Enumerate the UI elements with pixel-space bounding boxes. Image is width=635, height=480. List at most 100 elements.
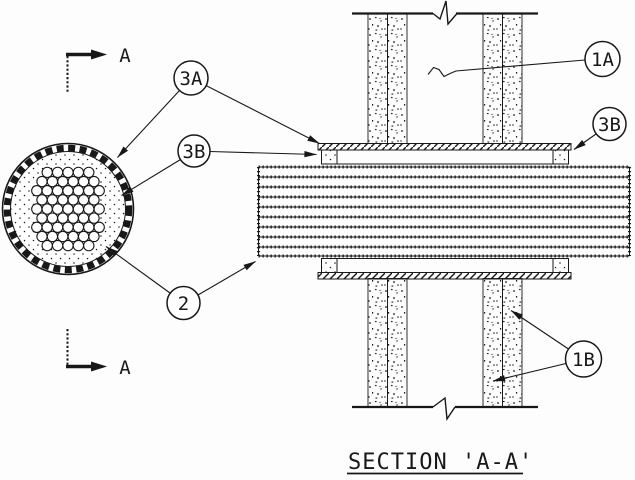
wall-stud bbox=[367, 13, 388, 144]
conductor-strand bbox=[93, 221, 105, 234]
callout-1b: 1B bbox=[564, 340, 603, 378]
conductor-strand bbox=[88, 194, 100, 206]
conductor-strand bbox=[31, 221, 43, 234]
conductor-strand bbox=[41, 239, 53, 252]
conductor-strand bbox=[83, 221, 95, 234]
conductor-strand bbox=[36, 212, 48, 224]
cable-cross-section bbox=[1, 142, 135, 276]
section-marker-bottom: A bbox=[66, 329, 131, 379]
wall-stud bbox=[367, 278, 388, 408]
seal-block-left-top bbox=[321, 149, 338, 165]
conductor-strand bbox=[77, 175, 90, 188]
callout-3b-right: 3B bbox=[592, 106, 627, 142]
wall-stud bbox=[387, 278, 408, 408]
conductor-strand bbox=[83, 203, 95, 215]
conductor-strand bbox=[62, 239, 74, 252]
conductor-strand bbox=[67, 230, 79, 243]
conductor-strand bbox=[31, 203, 43, 215]
leader-2-to-bundle bbox=[197, 261, 256, 296]
section-marker-top: A bbox=[66, 45, 131, 93]
hatch-band-top bbox=[317, 143, 572, 151]
leader-lines bbox=[105, 59, 597, 382]
conductor-strand bbox=[72, 239, 85, 252]
bottom-plate-assembly bbox=[317, 257, 572, 280]
conductor-strand bbox=[36, 230, 48, 243]
conductor-strand bbox=[46, 212, 59, 224]
strand-bundle bbox=[31, 166, 105, 252]
callout-label: 3A bbox=[180, 68, 203, 90]
conductor-strand bbox=[41, 185, 53, 197]
conductor-strand bbox=[88, 230, 100, 243]
conductor-strand bbox=[77, 212, 90, 224]
conductor-strand bbox=[62, 185, 74, 197]
conductor-strand bbox=[72, 166, 85, 179]
callout-label: 3B bbox=[598, 114, 621, 136]
wall-stud bbox=[502, 278, 523, 408]
leader-3b-to-block bbox=[209, 150, 317, 158]
callout-circle bbox=[592, 106, 627, 142]
conductor-strand bbox=[46, 230, 59, 243]
conductor-strand bbox=[88, 175, 100, 188]
callouts: 3A 3B 1A 3B 2 1B bbox=[166, 40, 627, 378]
section-marker-label: A bbox=[119, 45, 131, 67]
leader-3b-right-to-block bbox=[573, 133, 597, 150]
wall-stud bbox=[387, 13, 408, 144]
conductor-strand bbox=[88, 212, 100, 224]
conductor-strand bbox=[93, 185, 105, 197]
conductor-strand bbox=[46, 194, 59, 206]
callout-circle bbox=[584, 40, 621, 78]
top-plate-assembly bbox=[317, 143, 572, 165]
wall-stud bbox=[482, 13, 503, 144]
leader-3a-to-block bbox=[205, 85, 320, 144]
callout-1a: 1A bbox=[584, 40, 621, 78]
conductor-strand bbox=[51, 185, 64, 197]
callout-circle bbox=[173, 60, 209, 96]
break-symbol-top bbox=[432, 0, 458, 26]
wall-stud bbox=[482, 278, 503, 408]
conductor-strand bbox=[83, 239, 95, 252]
callout-label: 2 bbox=[178, 293, 189, 315]
callout-label: 1B bbox=[572, 349, 595, 371]
leader-1a-squiggle bbox=[427, 59, 586, 78]
upper-wall bbox=[352, 0, 538, 144]
hatch-band-bottom bbox=[317, 272, 572, 280]
conductor-strand bbox=[57, 212, 69, 224]
section-marker-label: A bbox=[119, 357, 131, 379]
conductor-strand bbox=[67, 212, 79, 224]
conductor-strand bbox=[57, 175, 69, 188]
conductor-strand bbox=[72, 221, 85, 234]
leader-1b-upper bbox=[510, 310, 569, 350]
conductor-strand bbox=[51, 221, 64, 234]
lamination-lines bbox=[258, 166, 630, 257]
conductor-strand bbox=[67, 194, 79, 206]
callout-circle bbox=[564, 340, 603, 378]
conductor-strand bbox=[41, 166, 53, 179]
callout-3b-left: 3B bbox=[177, 134, 211, 168]
conductor-strand bbox=[51, 239, 64, 252]
break-symbol-bottom bbox=[432, 396, 456, 422]
callout-3a: 3A bbox=[173, 60, 209, 96]
conductor-strand bbox=[41, 221, 53, 234]
lower-wall bbox=[352, 278, 538, 422]
drawing-title-group: SECTION 'A-A' bbox=[347, 450, 533, 475]
conductor-strand bbox=[57, 230, 69, 243]
conductor-strand bbox=[51, 203, 64, 215]
callout-circle bbox=[166, 285, 201, 321]
conductor-strand bbox=[77, 230, 90, 243]
conductor-strand bbox=[62, 166, 74, 179]
conductor-strand bbox=[62, 203, 74, 215]
callout-label: 1A bbox=[591, 49, 614, 71]
cable-jacket-hatch-ring bbox=[3, 144, 133, 274]
section-marker-arrowhead bbox=[91, 49, 107, 60]
leader-2-to-strands bbox=[105, 246, 171, 294]
lamination-grain bbox=[257, 165, 631, 258]
bus-bundle bbox=[257, 165, 631, 258]
conductor-strand bbox=[36, 194, 48, 206]
conductor-strand bbox=[31, 185, 43, 197]
conductor-strand bbox=[83, 185, 95, 197]
section-marker-arrowhead bbox=[91, 361, 107, 372]
conductor-strand bbox=[57, 194, 69, 206]
callout-label: 3B bbox=[183, 141, 206, 163]
drawing-title: SECTION 'A-A' bbox=[348, 450, 533, 475]
